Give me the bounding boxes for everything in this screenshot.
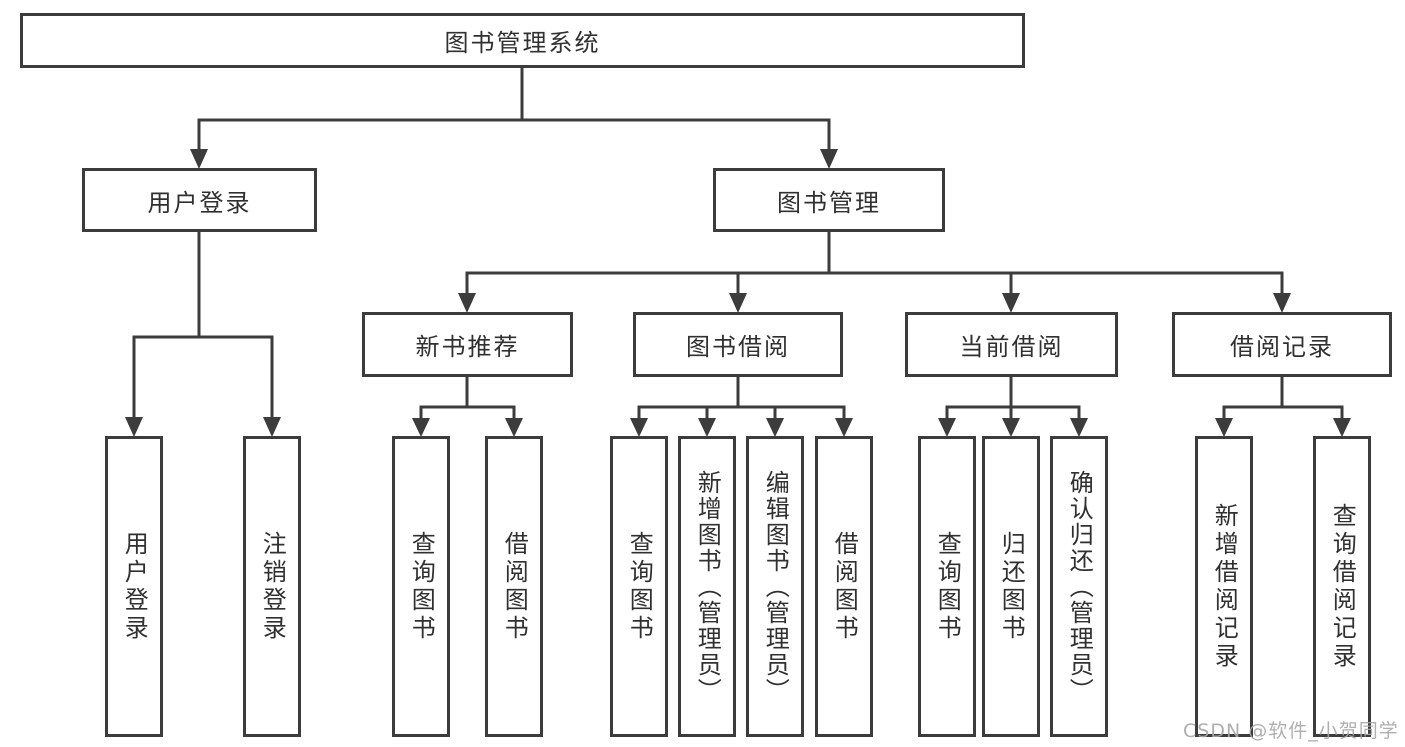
csdn-watermark: CSDN @软件_小贺同学 (1183, 720, 1399, 742)
node-label: 新书推荐 (415, 333, 520, 361)
node-label: 新增借阅记录 (1210, 502, 1239, 671)
node-label: 新增图书（管理员） (693, 469, 722, 704)
connector-current-borrow-fork (938, 375, 1088, 437)
node-book-management: 图书管理 (713, 168, 945, 232)
node-root-system: 图书管理系统 (20, 13, 1025, 68)
connector-root-to-level2 (190, 67, 838, 169)
node-book-borrow: 图书借阅 (633, 312, 843, 377)
node-new-book-recommend: 新书推荐 (362, 312, 573, 377)
node-label: 借阅图书 (500, 530, 529, 643)
leaf-logout: 注销登录 (243, 436, 301, 737)
node-label: 查询图书 (407, 530, 436, 643)
node-label: 确认归还（管理员） (1065, 469, 1094, 704)
node-label: 图书借阅 (686, 333, 790, 361)
node-label: 查询图书 (933, 530, 962, 643)
node-current-borrow: 当前借阅 (905, 312, 1118, 377)
node-label: 注销登录 (258, 530, 287, 643)
connector-book-management-fork (458, 231, 1291, 313)
leaf-edit-book-admin: 编辑图书（管理员） (746, 436, 804, 737)
connector-new-book-recommend-fork (412, 375, 523, 437)
node-label: 图书管理系统 (444, 29, 601, 57)
node-label: 查询借阅记录 (1328, 502, 1357, 671)
node-label: 用户登录 (120, 530, 149, 643)
leaf-return-book: 归还图书 (982, 436, 1040, 737)
node-user-login: 用户登录 (82, 168, 317, 232)
leaf-query-borrow-record: 查询借阅记录 (1313, 436, 1371, 737)
leaf-add-book-admin: 新增图书（管理员） (678, 436, 736, 737)
leaf-user-login: 用户登录 (105, 436, 163, 737)
leaf-confirm-return-admin: 确认归还（管理员） (1050, 436, 1108, 737)
connector-borrow-record-fork (1215, 375, 1351, 437)
leaf-add-borrow-record: 新增借阅记录 (1195, 436, 1253, 737)
node-label: 编辑图书（管理员） (761, 469, 790, 704)
node-label: 归还图书 (997, 530, 1026, 643)
node-label: 用户登录 (147, 188, 252, 217)
connector-book-borrow-fork (630, 375, 853, 437)
leaf-borrow-book-recommend: 借阅图书 (485, 436, 543, 737)
node-label: 当前借阅 (959, 333, 1064, 361)
node-label: 查询图书 (625, 530, 654, 643)
leaf-query-book-borrow: 查询图书 (610, 436, 668, 737)
node-borrow-record: 借阅记录 (1172, 312, 1392, 377)
leaf-borrow-book: 借阅图书 (815, 436, 873, 737)
leaf-query-book-recommend: 查询图书 (392, 436, 450, 737)
node-label: 借阅记录 (1230, 333, 1334, 361)
node-label: 图书管理 (777, 188, 881, 217)
connector-user-login-fork (125, 231, 281, 437)
node-label: 借阅图书 (830, 530, 859, 643)
leaf-query-book-current: 查询图书 (918, 436, 976, 737)
